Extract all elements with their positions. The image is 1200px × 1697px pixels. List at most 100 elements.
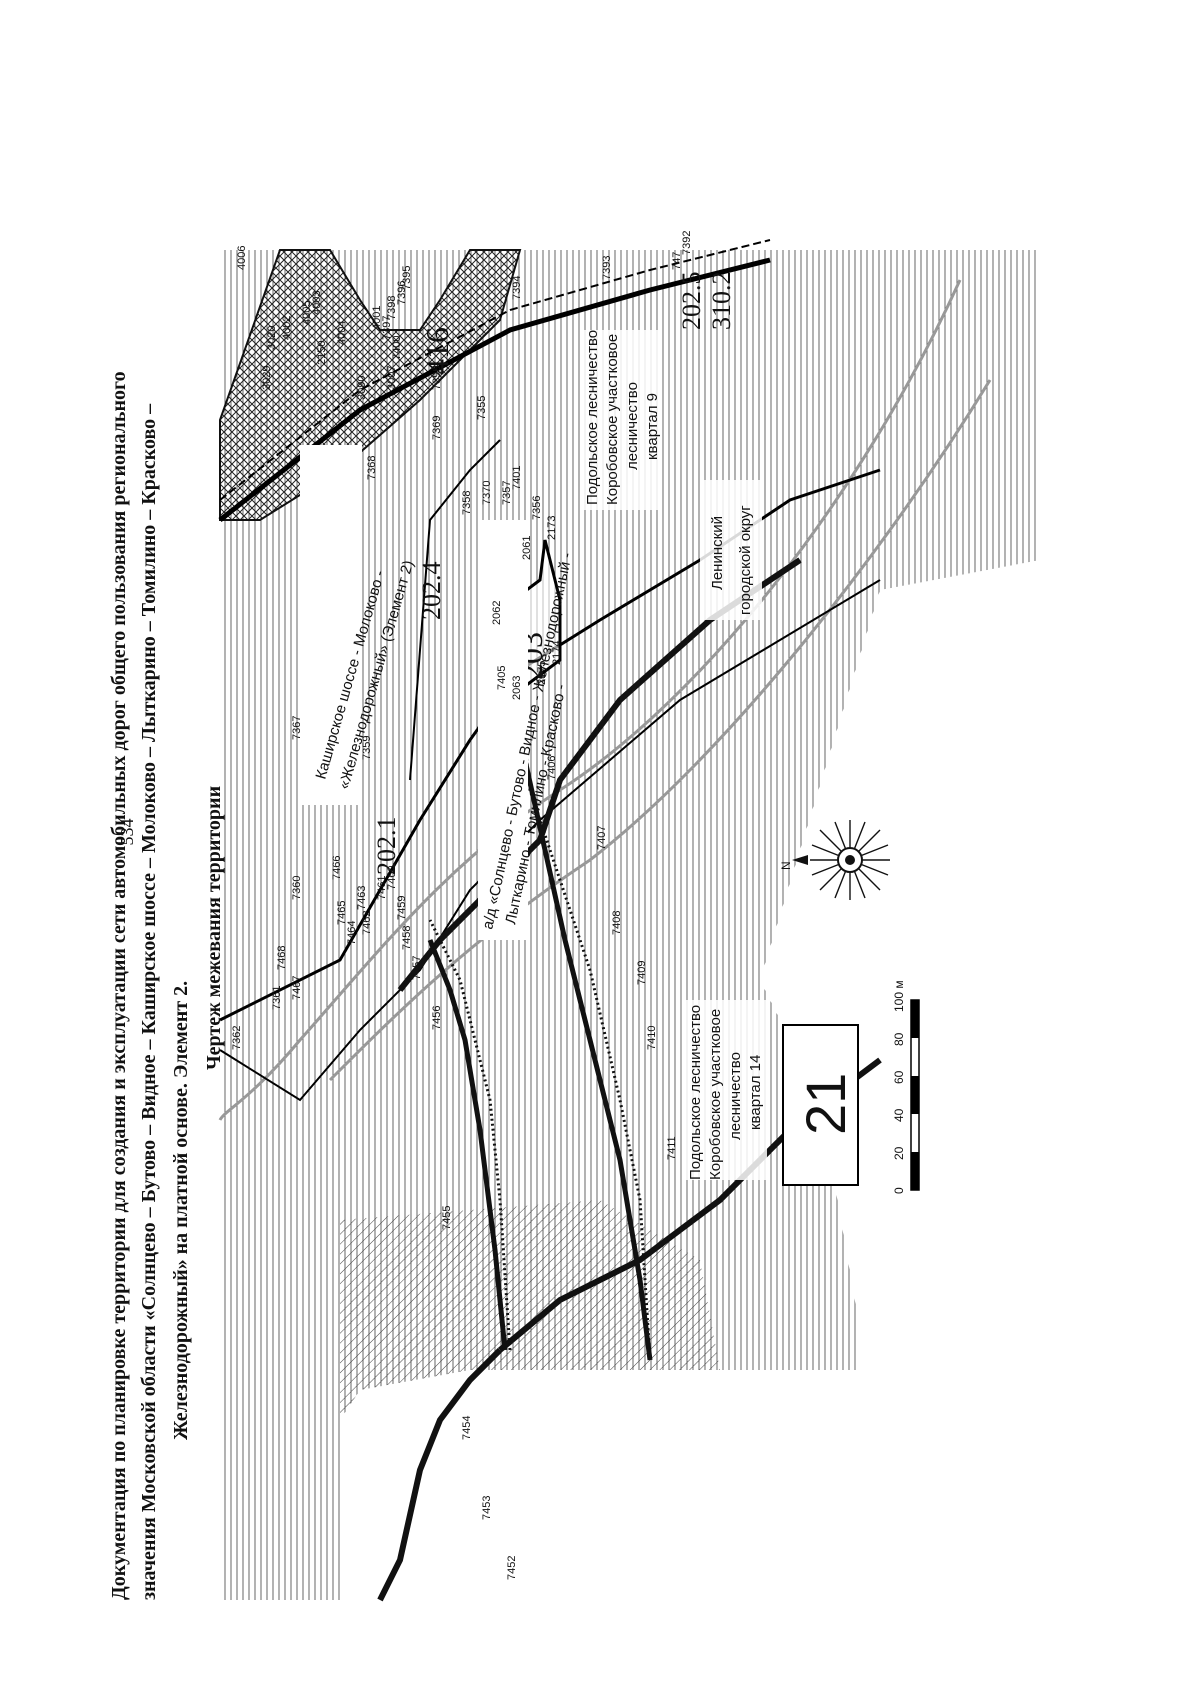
scale-tick-20: 20: [892, 1146, 906, 1160]
forest-label-top-4: квартал 9: [644, 393, 661, 460]
point-number-label: 7393: [601, 256, 613, 280]
point-number-label: 4003: [311, 291, 323, 315]
point-number-label: 7408: [611, 911, 623, 935]
point-number-label: 7458: [401, 926, 413, 950]
point-number-label: 7459: [396, 896, 408, 920]
point-number-label: 7405: [496, 666, 508, 690]
point-number-label: 7406: [546, 756, 558, 780]
point-number-label: 7411: [666, 1136, 678, 1160]
district-label: Ленинский городской округ: [700, 480, 762, 620]
forest-label-left-3: лесничество: [727, 1052, 744, 1140]
road-thick-3: [427, 939, 508, 1351]
point-number-label: 7399: [431, 366, 443, 390]
forest-area-diagonal: [340, 1200, 720, 1420]
district-label-1: Ленинский: [709, 516, 726, 590]
forest-label-top-1: Подольское лесничество: [584, 330, 601, 505]
document-subtitle: Чертеж межевания территории: [203, 786, 225, 1070]
point-number-label: 4002: [281, 316, 293, 340]
point-number-label: 7407: [596, 826, 608, 850]
boundary-curve-2: [328, 379, 992, 1082]
sheet-number-box: 21: [782, 1024, 859, 1186]
point-number-label: 4004: [336, 321, 348, 345]
point-number-label: 7398: [386, 296, 398, 320]
point-number-label: 2150: [316, 341, 328, 365]
road-label-lower: а/д «Солнцево - Бутово - Видное - Железн…: [478, 520, 576, 940]
point-number-label: 2173: [546, 516, 558, 540]
north-label: N: [779, 861, 793, 870]
point-number-label: 7394: [511, 276, 523, 300]
compass-dot: [845, 855, 855, 865]
point-number-label: 7409: [636, 961, 648, 985]
plot-label-310-2: 310.2: [707, 272, 736, 331]
point-number-label: 4005: [301, 301, 313, 325]
road-main-lower-2: [377, 1347, 503, 1602]
point-number-label: 2062: [491, 601, 503, 625]
point-number-label: 7461: [376, 876, 388, 900]
plot-label-202-5: 202.5: [677, 272, 706, 331]
scale-tick-60: 60: [892, 1070, 906, 1084]
point-number-label: 7400: [391, 336, 403, 360]
document-title-line-1: Документация по планировке территории дл…: [108, 371, 130, 1600]
point-number-label: 7462: [361, 911, 373, 935]
map-right-edge: [1040, 250, 1050, 1600]
point-number-label: 4001: [371, 306, 383, 330]
point-number-label: 7468: [276, 946, 288, 970]
forest-label-left-2: Коробовское участковое: [707, 1009, 724, 1180]
plot-202-4-boundary: [409, 439, 501, 781]
point-number-label: 3090: [356, 376, 368, 400]
point-number-label: 7355: [476, 396, 488, 420]
point-number-label: 7467: [291, 976, 303, 1000]
point-number-label: 7410: [646, 1026, 658, 1050]
point-number-label: 7460: [386, 866, 398, 890]
road-main-upper: [397, 557, 802, 992]
point-number-label: 7463: [356, 886, 368, 910]
scale-tick-100: 100 м: [892, 980, 906, 1012]
point-number-label: 7362: [231, 1026, 243, 1050]
road-dotted-1: [428, 919, 512, 1351]
compass-rose: N: [779, 820, 890, 900]
point-number-label: 2061: [521, 536, 533, 560]
point-number-label: 7396: [396, 281, 408, 305]
point-number-label: 7392: [681, 231, 693, 255]
railway-line-2: [219, 239, 771, 501]
point-number-label: 4006: [236, 246, 248, 270]
document-title-line-3: Железнодорожный» на платной основе. Элем…: [170, 981, 192, 1440]
point-number-label: 7360: [291, 876, 303, 900]
point-number-label: 7452: [506, 1556, 518, 1580]
document-title-line-2: значения Московской области «Солнцево – …: [138, 403, 160, 1600]
point-number-label: 7368: [366, 456, 378, 480]
north-arrow-icon: [792, 855, 808, 865]
point-number-label: 7453: [481, 1496, 493, 1520]
point-number-label: 7359: [361, 736, 373, 760]
point-number-label: 7465: [336, 901, 348, 925]
forest-label-top: Подольское лесничество Коробовское участ…: [580, 330, 661, 510]
point-number-label: 7397: [381, 316, 393, 340]
point-number-label: 3007: [386, 366, 398, 390]
road-label-upper: Каширское шоссе - Молоково - «Железнодор…: [300, 445, 417, 805]
point-number-label: 3029: [261, 366, 273, 390]
point-number-label: 2174: [551, 641, 563, 665]
forest-label-left: Подольское лесничество Коробовское участ…: [685, 1000, 767, 1180]
sheet-number: 21: [794, 1073, 857, 1135]
point-number-label: 7395: [401, 266, 413, 290]
point-number-label: 7454: [461, 1416, 473, 1440]
point-number-label: 7464: [346, 921, 358, 945]
forest-label-top-3: лесничество: [624, 382, 641, 470]
plot-label-416: 416: [419, 327, 455, 375]
point-number-label: 7361: [271, 986, 283, 1010]
point-number-label: 7356: [531, 496, 543, 520]
forest-label-left-1: Подольское лесничество: [687, 1005, 704, 1180]
point-number-label: 7455: [441, 1206, 453, 1230]
point-numbers: 7452745374547455745674577458745974607461…: [231, 231, 693, 1580]
forest-label-left-4: квартал 14: [747, 1055, 764, 1130]
scale-tick-40: 40: [892, 1108, 906, 1122]
point-number-label: 7370: [481, 481, 493, 505]
page-number: 534: [117, 819, 137, 846]
point-number-label: 2175: [536, 661, 548, 685]
point-number-label: 7357: [501, 481, 513, 505]
point-number-label: 7369: [431, 416, 443, 440]
railway-corridor: [219, 249, 522, 521]
road-thick-2: [512, 699, 653, 1361]
point-number-label: 2063: [511, 676, 523, 700]
